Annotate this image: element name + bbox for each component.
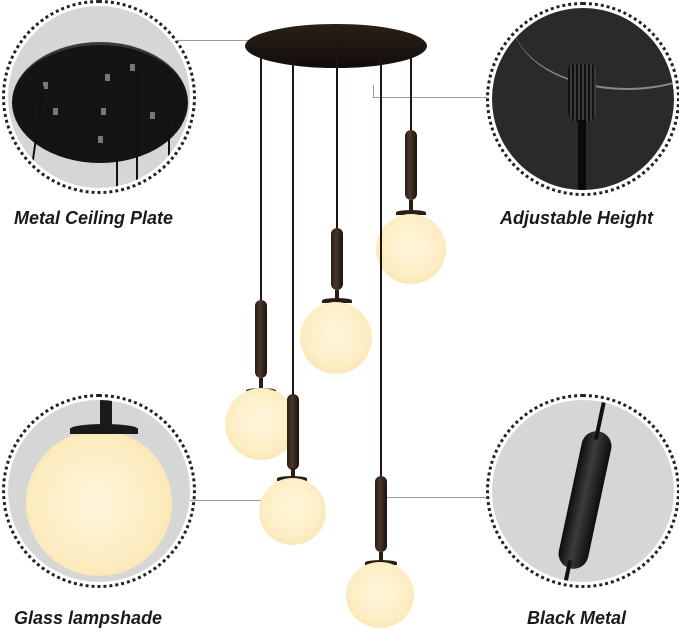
pendant-sleeve bbox=[255, 300, 267, 378]
pendant-sleeve bbox=[405, 130, 417, 200]
label-black-metal: Black Metal bbox=[527, 608, 627, 628]
pendant-stem bbox=[335, 290, 339, 300]
pendant-sleeve bbox=[331, 228, 343, 290]
label-metal-ceiling-plate: Metal Ceiling Plate bbox=[14, 208, 174, 228]
callout-ceiling-plate-ring bbox=[2, 0, 196, 194]
glass-globe bbox=[300, 302, 372, 374]
leader-line-adjustable-height-h bbox=[373, 97, 487, 98]
pendant-stem bbox=[409, 200, 413, 212]
pendant-cord bbox=[410, 50, 412, 130]
pendant-cord bbox=[380, 50, 382, 478]
callout-glass-lampshade-ring bbox=[2, 394, 196, 588]
glass-globe bbox=[376, 214, 446, 284]
glass-globe bbox=[225, 388, 297, 460]
globe-cap bbox=[322, 298, 352, 303]
leader-line-adjustable-height-v bbox=[373, 85, 374, 97]
globe-cap bbox=[396, 210, 426, 215]
pendant-cord bbox=[260, 50, 262, 300]
glass-globe bbox=[259, 478, 326, 545]
callout-adjustable-height-ring bbox=[486, 2, 679, 196]
pendant-stem bbox=[379, 552, 383, 562]
pendant-sleeve bbox=[287, 394, 299, 470]
leader-line-ceiling-plate bbox=[176, 40, 256, 41]
pendant-cord bbox=[292, 60, 294, 400]
pendant-stem bbox=[259, 378, 263, 388]
pendant-stem bbox=[291, 468, 295, 478]
label-glass-lampshade: Glass lampshade bbox=[14, 608, 163, 628]
pendant-sleeve bbox=[375, 476, 387, 552]
leader-line-glass-lampshade bbox=[190, 500, 272, 501]
leader-line-black-metal bbox=[386, 497, 486, 498]
label-adjustable-height: Adjustable Height bbox=[500, 208, 654, 228]
pendant-cord bbox=[336, 40, 338, 230]
callout-black-metal-ring bbox=[486, 394, 679, 588]
glass-globe bbox=[346, 562, 414, 628]
